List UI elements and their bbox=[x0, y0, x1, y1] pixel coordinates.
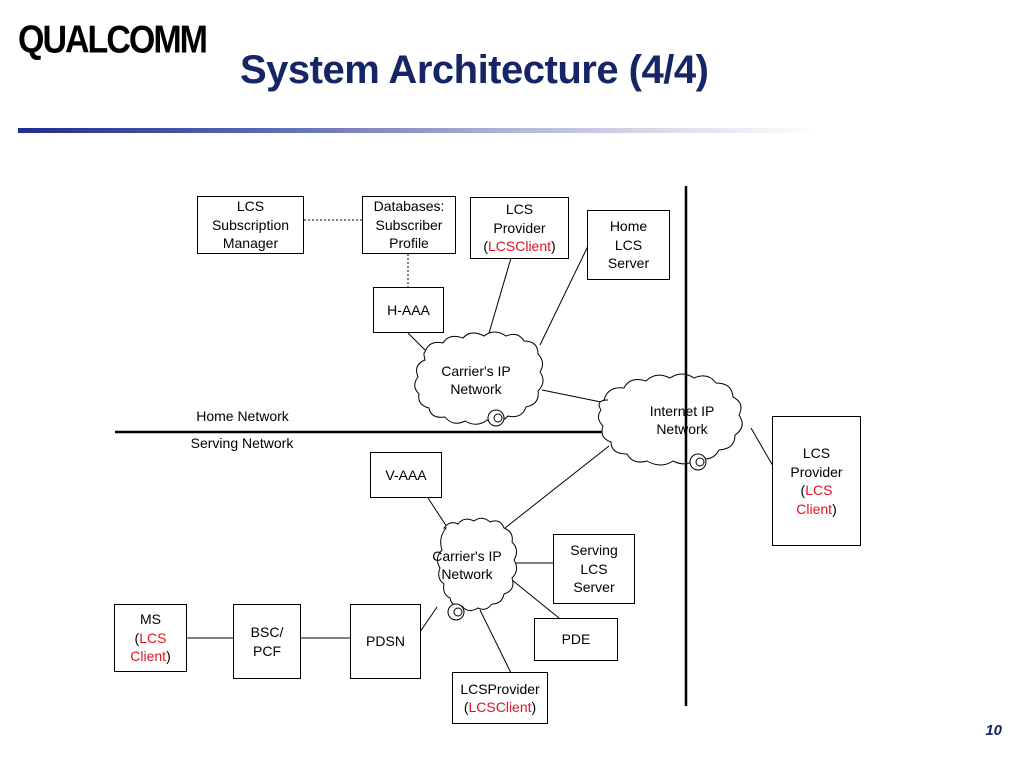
lcs-client-tag: Client bbox=[130, 648, 167, 665]
link-vaaa-carrier-serving bbox=[427, 497, 448, 528]
page-number: 10 bbox=[985, 722, 1002, 739]
h-aaa-node: H-AAA bbox=[373, 287, 444, 333]
home-network-label: Home Network bbox=[196, 408, 289, 424]
lcs-client-tag: LCSClient bbox=[487, 238, 552, 255]
link-lcsprovider-carrier-home bbox=[486, 257, 512, 341]
pdsn-node: PDSN bbox=[350, 604, 421, 679]
link-carrier-home-internet bbox=[541, 389, 602, 403]
home-lcs-server-node: Home LCS Server bbox=[587, 210, 670, 280]
v-aaa-node: V-AAA bbox=[370, 452, 442, 498]
link-haaa-carrier-home bbox=[407, 332, 428, 353]
qualcomm-logo: QUALCOMM bbox=[18, 18, 208, 62]
lcs-provider-serving-node: LCSProvider (LCSClient) bbox=[452, 672, 548, 724]
ms-node: MS (LCS Client) bbox=[114, 604, 187, 672]
lcs-provider-home-node: LCS Provider (LCSClient) bbox=[470, 197, 569, 259]
serving-lcs-server-node: Serving LCS Server bbox=[553, 534, 635, 604]
link-internet-carrier-serving bbox=[504, 445, 610, 529]
link-homelcs-carrier-home bbox=[539, 245, 589, 346]
link-carrier-serving-provider bbox=[479, 609, 512, 674]
link-carrier-serving-pde bbox=[511, 579, 560, 619]
link-carrier-serving-pdsn bbox=[419, 606, 438, 633]
cloud-connector-icon bbox=[689, 453, 707, 471]
title-divider bbox=[18, 128, 818, 133]
serving-network-label: Serving Network bbox=[190, 435, 294, 451]
internet-ip-label: Internet IP Network bbox=[649, 403, 715, 437]
bsc-pcf-node: BSC/ PCF bbox=[233, 604, 301, 679]
lcs-provider-external-node: LCS Provider (LCS Client) bbox=[772, 416, 861, 546]
link-internet-external-provider bbox=[750, 427, 774, 467]
lcs-client-tag: Client bbox=[796, 500, 833, 517]
cloud-internet-ip bbox=[597, 373, 743, 466]
lcs-client-tag: LCS bbox=[805, 482, 833, 498]
databases-subscriber-profile-node: Databases: Subscriber Profile bbox=[362, 196, 456, 254]
pde-node: PDE bbox=[534, 618, 618, 661]
slide-title: System Architecture (4/4) bbox=[240, 48, 709, 92]
lcs-client-tag: LCS bbox=[139, 629, 167, 646]
carrier-ip-home-label: Carrier's IP Network bbox=[441, 363, 511, 397]
cloud-carrier-ip-serving bbox=[436, 517, 518, 621]
lcs-subscription-manager-node: LCS Subscription Manager bbox=[197, 196, 304, 254]
cloud-carrier-ip-home bbox=[414, 331, 544, 427]
carrier-ip-serving-label: Carrier's IP Network bbox=[432, 548, 502, 582]
lcs-client-tag: LCSClient bbox=[468, 699, 532, 715]
